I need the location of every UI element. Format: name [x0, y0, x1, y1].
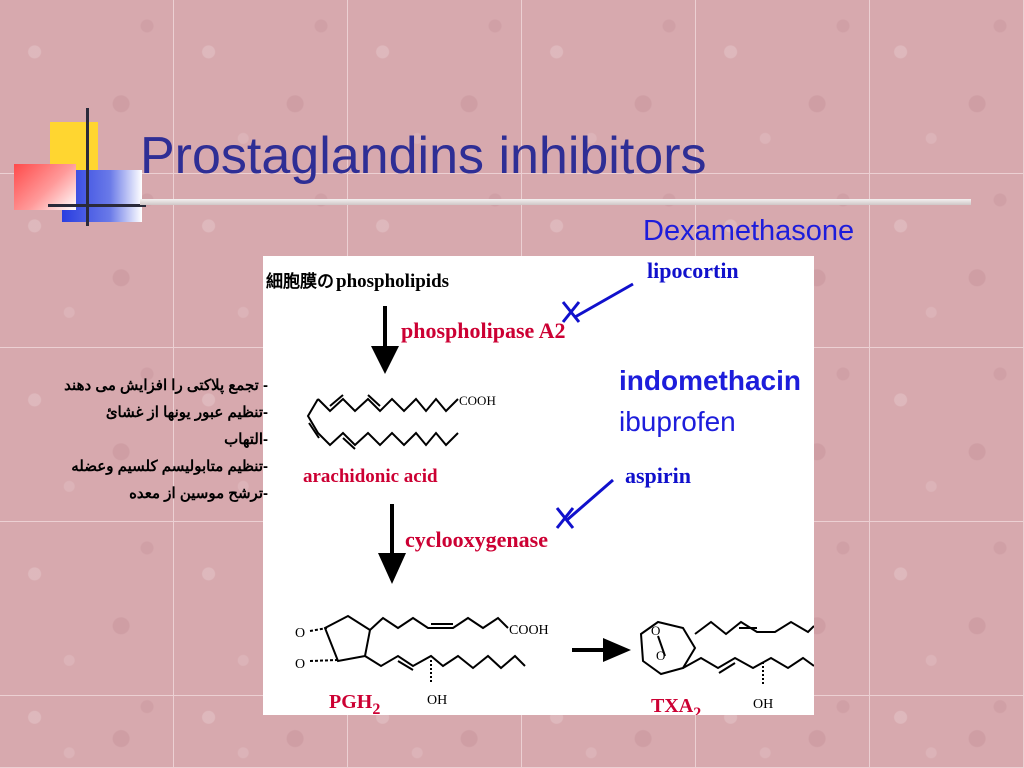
oxygen-label: O — [295, 657, 305, 672]
background-tile — [0, 696, 174, 768]
oh-label: OH — [427, 693, 447, 708]
peroxide-bond — [309, 659, 338, 662]
background-tile — [0, 0, 174, 174]
slide-logo-graphic — [12, 108, 152, 233]
background-tile — [870, 348, 1024, 522]
double-bond — [367, 394, 381, 407]
pathway-svg: 細胞膜の phospholipids lipocortin phospholip… — [266, 258, 814, 715]
inhibition-x-icon — [561, 301, 581, 323]
oxygen-label: O — [295, 626, 305, 641]
lipocortin-label: lipocortin — [647, 258, 739, 283]
double-bond — [342, 437, 356, 450]
inhibition-stroke — [566, 478, 614, 522]
background-tile — [0, 348, 174, 522]
cooh-label: COOH — [509, 623, 549, 638]
down-arrow-icon — [371, 346, 399, 374]
inhibition-x-icon — [555, 507, 575, 529]
oh-label: OH — [753, 697, 773, 712]
effect-item: -تنظیم عبور یونها از غشائ — [105, 404, 268, 421]
effect-item: - تجمع پلاکتی را افزایش می دهند — [64, 377, 268, 394]
down-arrow-icon — [378, 553, 406, 584]
indomethacin-label: indomethacin — [619, 365, 802, 396]
cyclooxygenase-label: cyclooxygenase — [405, 527, 548, 552]
background-tile — [870, 522, 1024, 696]
pgh2-label: PGH2 — [329, 691, 380, 715]
effect-item: -تنظیم متابولیسم کلسیم وعضله — [71, 458, 268, 475]
background-tile — [0, 522, 174, 696]
oxygen-label: O — [651, 623, 660, 638]
arachidonic-chain-upper — [317, 397, 459, 413]
cyclopentane-ring — [323, 614, 372, 663]
phospholipase-label: phospholipase A2 — [401, 318, 565, 343]
inhibition-stroke — [574, 282, 634, 319]
lower-side-chain — [682, 656, 814, 670]
oxygen-label: O — [656, 648, 665, 663]
upper-side-chain — [369, 616, 509, 631]
background-tile — [870, 0, 1024, 174]
double-bond — [397, 660, 414, 671]
peroxide-bond — [309, 627, 328, 632]
phospholipids-label: phospholipids — [336, 271, 449, 292]
effect-item: -التهاب — [224, 431, 268, 448]
background-tile — [870, 696, 1024, 768]
arachidonic-chain-lower — [306, 398, 459, 447]
title-underline — [140, 199, 971, 205]
background-tile — [522, 0, 696, 174]
dexamethasone-label: Dexamethasone — [643, 215, 855, 247]
slide-title: Prostaglandins inhibitors — [140, 127, 707, 185]
lower-side-chain — [364, 654, 526, 670]
yellow-square — [50, 122, 98, 170]
background-tile — [696, 0, 870, 174]
red-square — [14, 164, 76, 210]
double-bond — [308, 422, 320, 439]
oxygen-bridge — [657, 635, 666, 657]
oxane-ring — [639, 620, 697, 676]
arachidonic-acid-label: arachidonic acid — [303, 466, 438, 487]
ibuprofen-label: ibuprofen — [619, 406, 736, 437]
aspirin-label: aspirin — [625, 463, 691, 488]
right-arrow-icon — [603, 638, 631, 662]
cooh-label: COOH — [459, 393, 496, 408]
background-tile — [174, 0, 348, 174]
logo-horizontal-line — [48, 204, 146, 207]
logo-vertical-line — [86, 108, 89, 226]
upper-side-chain — [694, 620, 814, 636]
pathway-diagram: 細胞膜の phospholipids lipocortin phospholip… — [263, 256, 814, 715]
prostaglandin-effects-list: - تجمع پلاکتی را افزایش می دهند -تنظیم ع… — [64, 372, 268, 507]
double-bond — [718, 662, 736, 674]
membrane-label: 細胞膜の — [266, 271, 334, 291]
double-bond — [329, 394, 344, 407]
background-tile — [348, 0, 522, 174]
txa2-label: TXA2 — [651, 695, 701, 715]
effect-item: -ترشح موسین از معده — [129, 485, 268, 502]
